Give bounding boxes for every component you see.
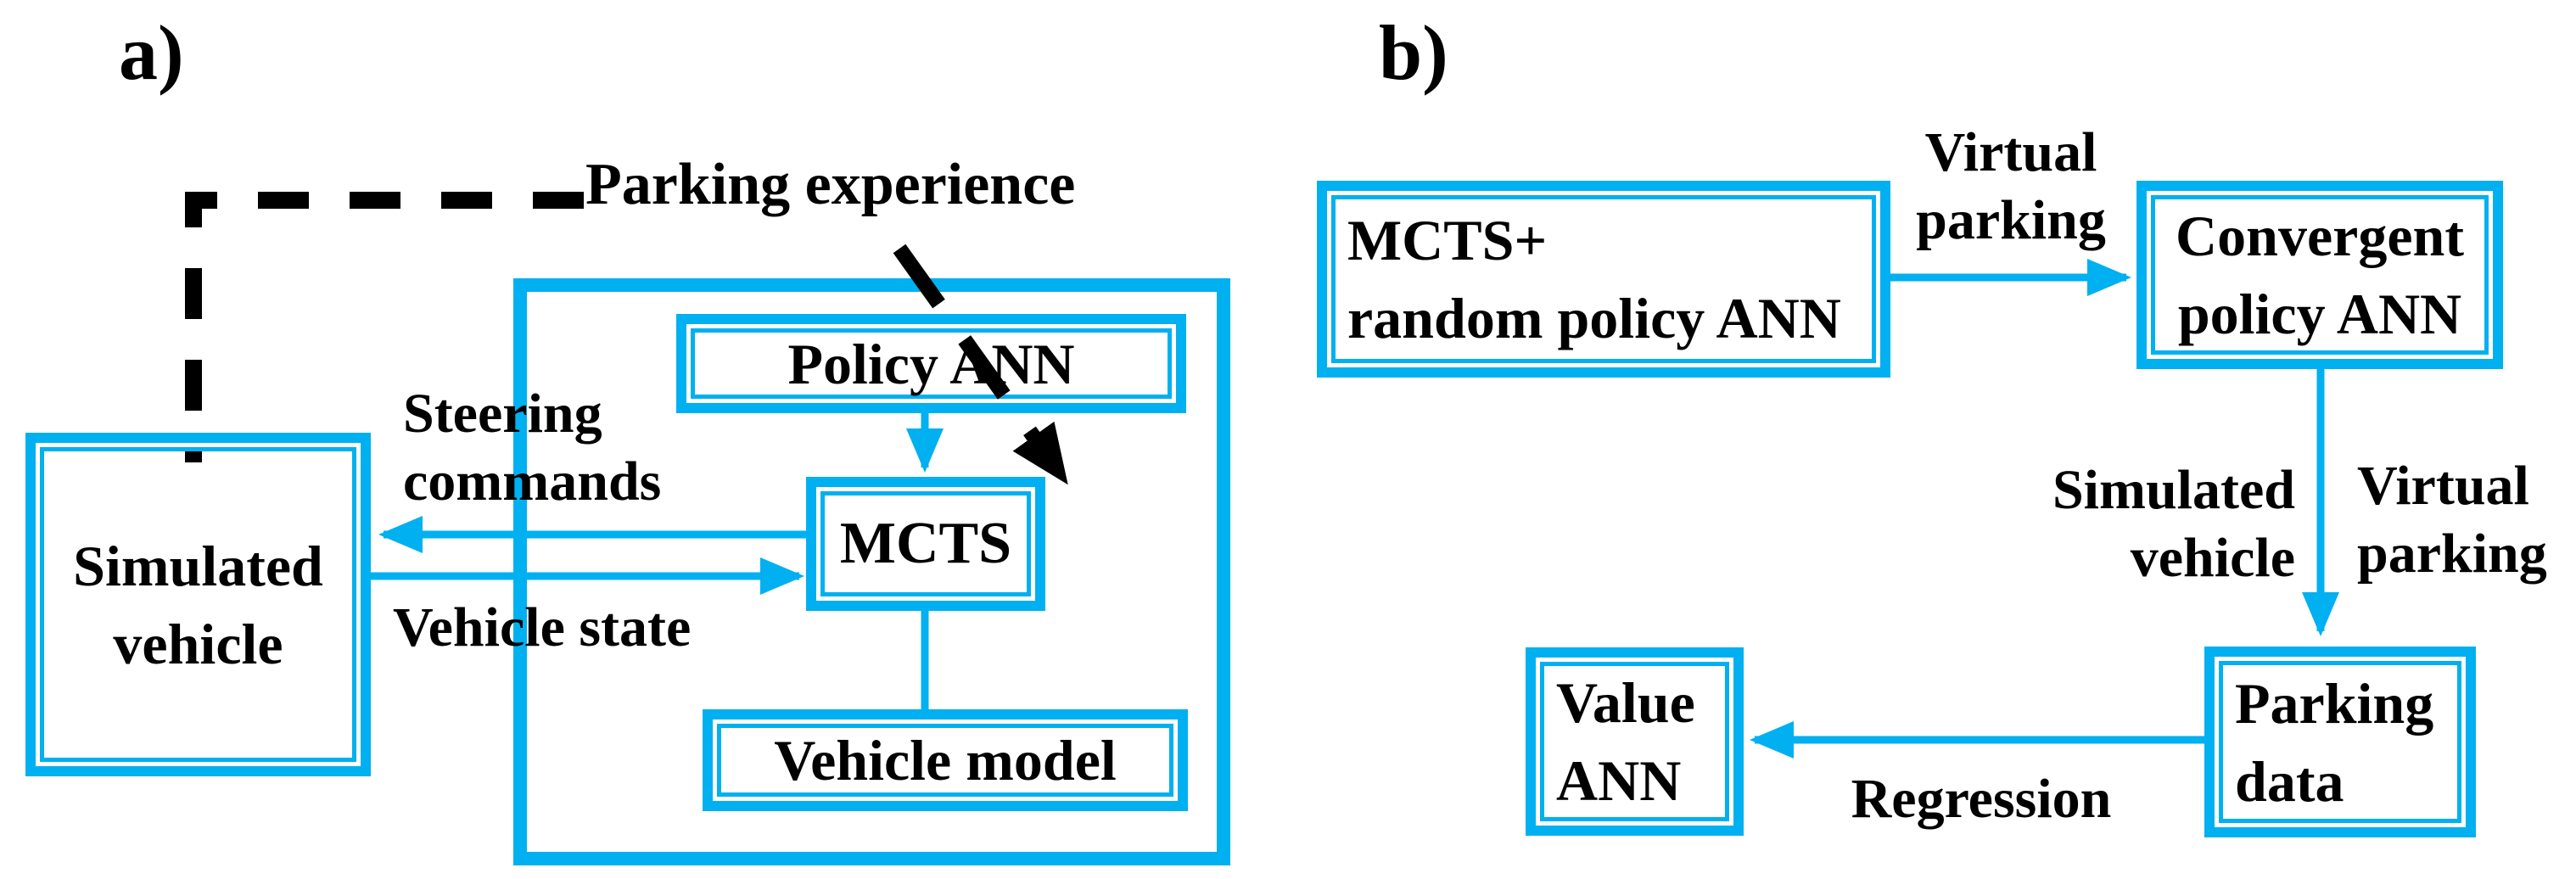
convergent-policy-ann-box: Convergent policy ANN — [2136, 181, 2503, 369]
mcts-random-policy-ann-box: MCTS+ random policy ANN — [1317, 181, 1890, 378]
steering-commands-label: Steering commands — [403, 380, 661, 516]
parking-experience-label: Parking experience — [585, 152, 1076, 217]
vehicle-state-label: Vehicle state — [393, 596, 692, 658]
mcts-random-box-line1: MCTS+ — [1347, 208, 1548, 272]
value-ann-box: Value ANN — [1526, 647, 1744, 836]
virtual-parking-side-line1: Virtual — [2357, 455, 2529, 517]
mcts-box: MCTS — [806, 477, 1045, 611]
virtual-parking-side-line2: parking — [2357, 523, 2547, 585]
mcts-random-box-line2: random policy ANN — [1347, 286, 1841, 350]
virtual-parking-top-label: Virtual parking — [1901, 119, 2121, 255]
simulated-vehicle-box-line2: vehicle — [113, 611, 283, 676]
virtual-parking-top-line1: Virtual — [1924, 121, 2097, 183]
virtual-parking-top-line2: parking — [1916, 189, 2106, 251]
convergent-box-line2: policy ANN — [2177, 282, 2462, 346]
value-ann-box-line1: Value — [1556, 670, 1695, 735]
value-ann-box-line2: ANN — [1556, 748, 1682, 813]
vehicle-model-box: Vehicle model — [703, 709, 1188, 811]
panel-b-label: b) — [1379, 9, 1448, 96]
mcts-box-label: MCTS — [839, 511, 1012, 576]
simulated-vehicle-b-line1: Simulated — [2052, 459, 2295, 521]
virtual-parking-side-label: Virtual parking — [2357, 452, 2547, 588]
policy-ann-box: Policy ANN — [676, 314, 1186, 413]
parking-data-box-line2: data — [2235, 748, 2344, 814]
steering-commands-line1: Steering — [403, 383, 602, 445]
simulated-vehicle-box-line1: Simulated — [73, 533, 323, 598]
simulated-vehicle-box: Simulated vehicle — [25, 433, 371, 776]
simulated-vehicle-label-b: Simulated vehicle — [1998, 456, 2295, 592]
parking-data-box-line1: Parking — [2235, 670, 2434, 736]
policy-ann-box-label: Policy ANN — [787, 331, 1075, 396]
regression-label: Regression — [1851, 768, 2112, 830]
steering-commands-line2: commands — [403, 451, 662, 512]
convergent-box-line1: Convergent — [2176, 204, 2464, 268]
parking-data-box: Parking data — [2204, 647, 2476, 837]
panel-a-label: a) — [119, 9, 184, 96]
simulated-vehicle-b-line2: vehicle — [2130, 527, 2295, 589]
vehicle-model-box-label: Vehicle model — [774, 728, 1117, 792]
